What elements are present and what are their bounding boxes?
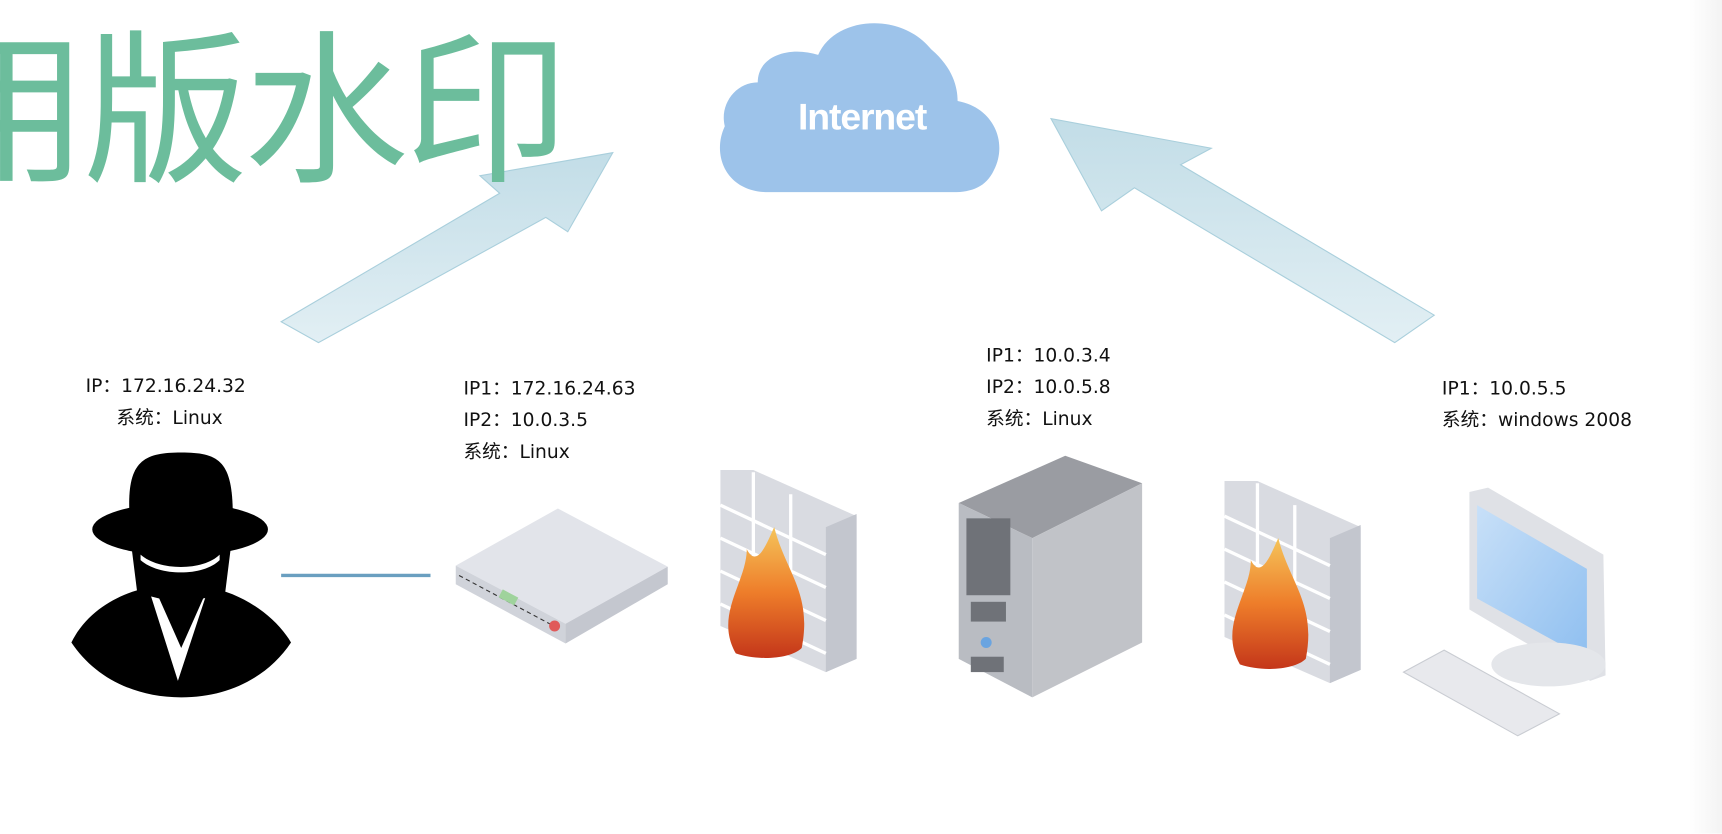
- gateway-os: 系统：Linux: [463, 441, 570, 464]
- firewall-icon: [1223, 481, 1361, 684]
- firewall-icon: [719, 470, 857, 673]
- attacker-label: IP：172.16.24.32 系统：Linux: [86, 371, 246, 435]
- gateway-device-icon: [455, 508, 668, 644]
- arrow-right: [1049, 117, 1436, 344]
- workstation-ip1: IP1：10.0.5.5: [1441, 377, 1567, 400]
- page-edge: [1689, 0, 1722, 834]
- workstation-icon: [1402, 487, 1606, 737]
- gateway-ip2: IP2：10.0.3.5: [463, 409, 588, 432]
- server-label: IP1：10.0.3.4 IP2：10.0.5.8 系统：Linux: [986, 340, 1111, 436]
- workstation-os: 系统：windows 2008: [1441, 409, 1632, 432]
- server-ip2: IP2：10.0.5.8: [986, 376, 1111, 399]
- gateway-label: IP1：172.16.24.63 IP2：10.0.3.5 系统：Linux: [463, 373, 635, 469]
- watermark: 用版水印: [0, 17, 569, 209]
- arrow-left: [280, 151, 614, 344]
- gateway-ip1: IP1：172.16.24.63: [463, 377, 636, 400]
- internet-label: Internet: [798, 96, 927, 139]
- server-ip1: IP1：10.0.3.4: [986, 344, 1111, 367]
- server-tower-icon: [958, 455, 1143, 698]
- internet-cloud-icon: [719, 23, 1000, 193]
- server-os: 系统：Linux: [986, 408, 1093, 431]
- attacker-ip: IP：172.16.24.32: [85, 375, 246, 398]
- workstation-label: IP1：10.0.5.5 系统：windows 2008: [1442, 373, 1632, 437]
- attacker-os: 系统：Linux: [116, 407, 223, 430]
- hacker-icon: [71, 452, 292, 698]
